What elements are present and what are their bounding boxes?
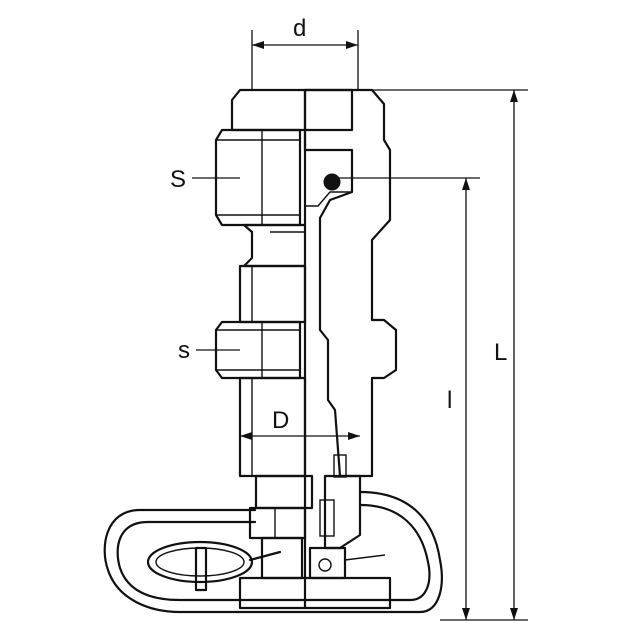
dimension-L: L: [352, 89, 528, 621]
label-l: l: [447, 387, 452, 414]
dimension-d: d: [251, 15, 359, 90]
top-nut: [230, 88, 354, 132]
dimension-S: S: [170, 166, 240, 193]
label-L: L: [494, 339, 507, 366]
dimension-s: s: [178, 337, 240, 364]
label-D: D: [272, 407, 289, 434]
label-d: d: [293, 15, 306, 42]
sectioned-half: [303, 88, 398, 580]
dimension-D: D: [240, 407, 360, 440]
middle-body: [238, 264, 307, 324]
wire-bail: [103, 490, 443, 614]
dimension-l: l: [330, 177, 480, 621]
bottom-fitting: [238, 474, 392, 610]
label-S: S: [170, 166, 186, 193]
lower-hex-nut: [214, 320, 302, 380]
label-s: s: [178, 337, 190, 364]
upper-hex-nut: [214, 128, 302, 227]
neck: [242, 223, 307, 268]
